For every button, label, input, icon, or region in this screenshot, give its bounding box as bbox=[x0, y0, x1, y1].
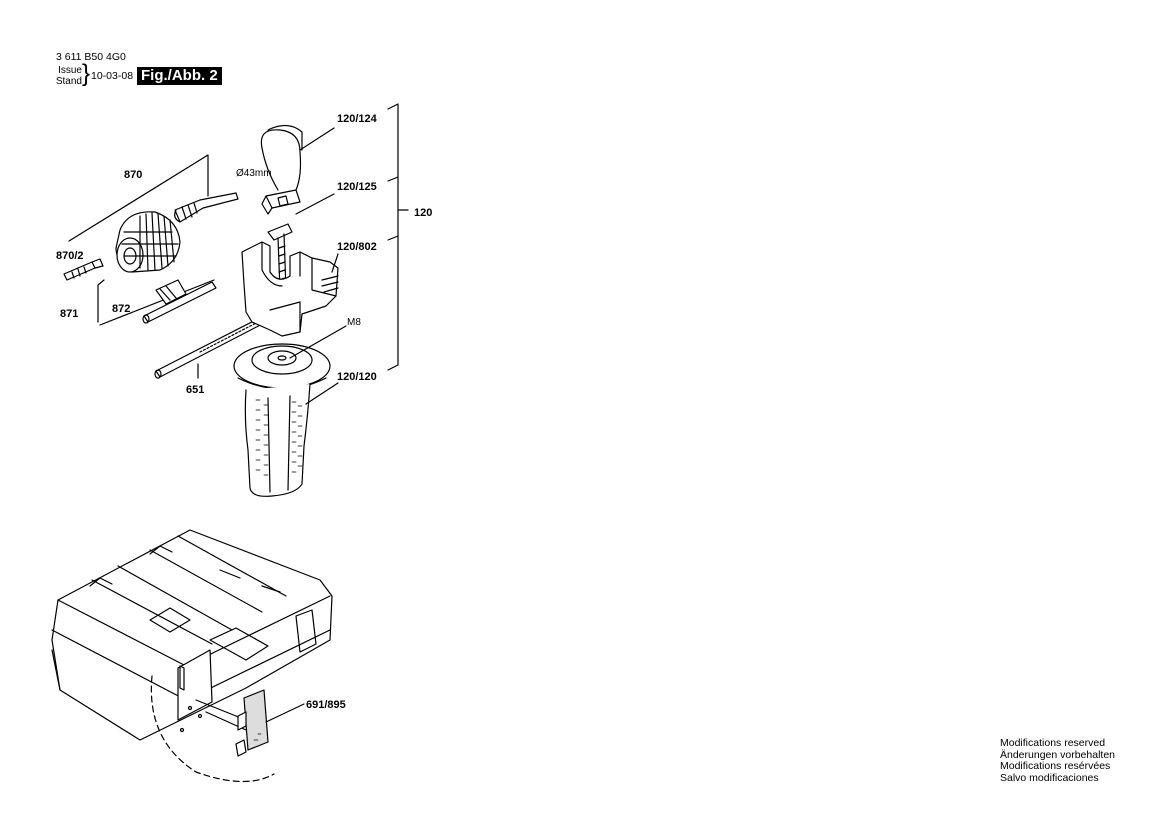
label-691-895: 691/895 bbox=[306, 699, 346, 711]
leader-872 bbox=[99, 279, 215, 326]
stand-text: Stand bbox=[55, 76, 82, 87]
bracket-120 bbox=[387, 103, 399, 371]
notice-fr: Modifications resérvées bbox=[1000, 760, 1111, 772]
leader-m8 bbox=[289, 325, 347, 359]
leader-871 bbox=[97, 279, 105, 323]
label-871: 871 bbox=[60, 308, 78, 320]
leader-120-125 bbox=[295, 193, 335, 215]
label-870-2: 870/2 bbox=[56, 250, 84, 262]
label-43mm: Ø43mm bbox=[236, 168, 272, 179]
leader-120-124 bbox=[299, 127, 335, 151]
chuck-key bbox=[142, 279, 217, 324]
handle-flange bbox=[233, 343, 331, 390]
handle-head bbox=[241, 241, 339, 337]
label-120-125: 120/125 bbox=[337, 181, 377, 193]
issue-date: 10-03-08 bbox=[91, 70, 134, 82]
figure-badge: Fig./Abb. 2 bbox=[137, 67, 222, 85]
label-120-120: 120/120 bbox=[337, 371, 377, 383]
label-870: 870 bbox=[124, 169, 142, 181]
issue-text: Issue bbox=[58, 65, 82, 76]
leader-120-802 bbox=[331, 253, 339, 273]
clamp-band bbox=[260, 124, 303, 215]
label-m8: M8 bbox=[347, 317, 361, 328]
modifications-notice: Modifications reserved Änderungen vorbeh… bbox=[1000, 737, 1116, 784]
notice-es: Salvo modificaciones bbox=[1000, 771, 1099, 784]
label-120-802: 120/802 bbox=[337, 241, 377, 253]
drill-chuck bbox=[63, 211, 181, 281]
leader-870 bbox=[68, 154, 209, 242]
label-120: 120 bbox=[414, 207, 432, 219]
notice-de: Änderungen vorbehalten bbox=[1000, 748, 1116, 761]
leader-120-120 bbox=[305, 382, 339, 405]
brace-glyph: } bbox=[82, 60, 91, 87]
label-872: 872 bbox=[112, 303, 130, 315]
label-120-124: 120/124 bbox=[337, 113, 378, 125]
insert-plate bbox=[235, 689, 305, 757]
notice-en: Modifications reserved bbox=[1000, 737, 1106, 749]
detail-circle bbox=[150, 675, 275, 783]
carrying-case bbox=[51, 529, 333, 741]
label-651: 651 bbox=[186, 384, 204, 396]
leader-691-895 bbox=[265, 703, 305, 723]
sds-adapter bbox=[174, 192, 239, 223]
handle-grip bbox=[244, 383, 311, 497]
part-number: 3 611 B50 4G0 bbox=[56, 51, 126, 63]
